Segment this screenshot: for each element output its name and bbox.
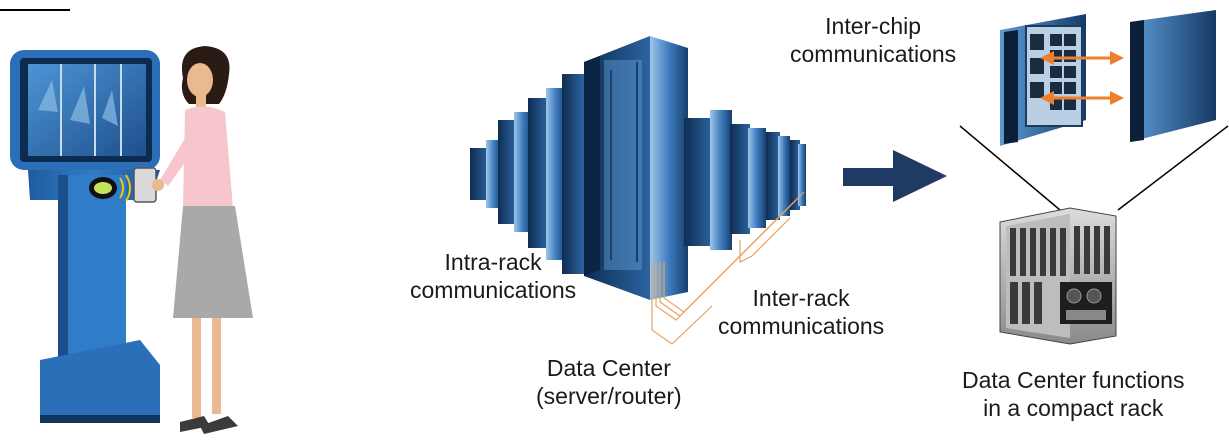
inter-chip-label: Inter-chip communications: [790, 13, 957, 67]
data-center-servers: [470, 36, 806, 300]
person-illustration: [152, 46, 253, 434]
data-center-cables: [651, 191, 805, 345]
inter-rack-label: Inter-rack communications: [718, 285, 885, 339]
data-center-label: Data Center (server/router): [536, 355, 682, 409]
compact-rack: [999, 207, 1117, 345]
inter-chip-arrows: [1040, 51, 1124, 105]
inter-chip-boards: [1000, 10, 1216, 146]
person-blouse: [183, 106, 233, 208]
intra-rack-label: Intra-rack communications: [410, 249, 577, 303]
transition-arrow: [843, 150, 947, 202]
kiosk-illustration: [10, 50, 160, 423]
compact-rack-label: Data Center functions in a compact rack: [962, 367, 1185, 421]
person-skirt: [173, 206, 253, 318]
